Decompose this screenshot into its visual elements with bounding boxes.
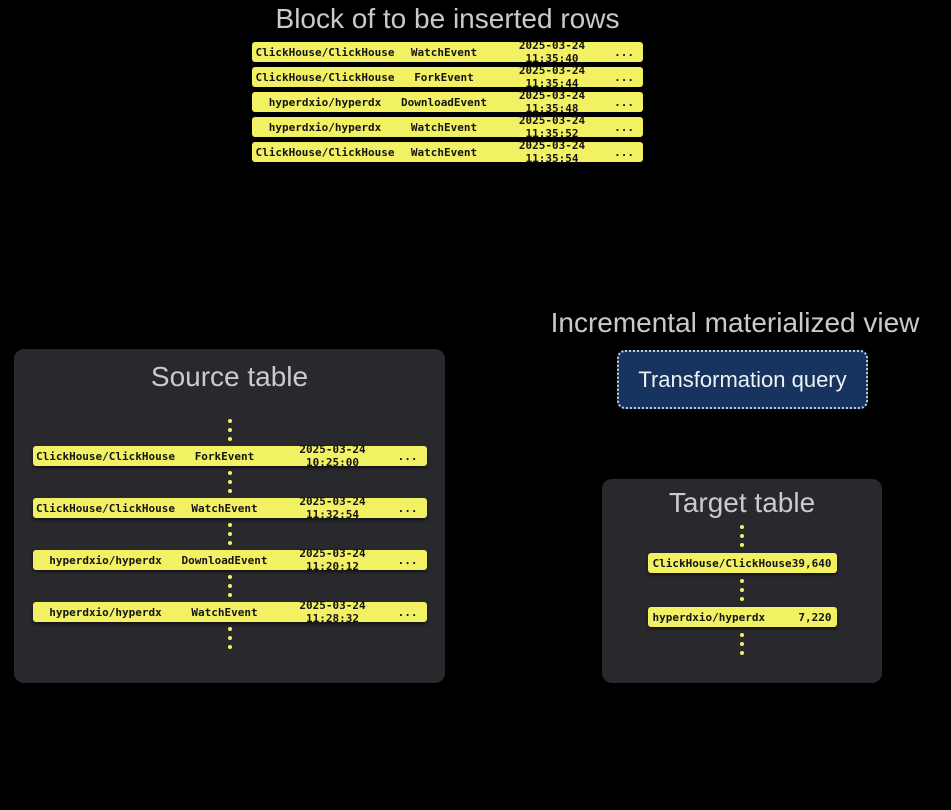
row-repo: hyperdxio/hyperdx (268, 120, 382, 134)
ellipsis-dots-icon (740, 633, 744, 655)
row-ellipsis: ... (397, 501, 418, 515)
transformation-query-label: Transformation query (638, 366, 847, 392)
row-time: 2025-03-24 11:28:32 (299, 599, 366, 625)
dot (227, 645, 232, 649)
block-title: Block of to be inserted rows (275, 3, 620, 34)
row-ellipsis: ... (397, 605, 418, 619)
dot (227, 471, 232, 475)
row-event: WatchEvent (410, 120, 478, 134)
ellipsis-dots-icon (227, 627, 232, 649)
row-event: WatchEvent (410, 45, 478, 59)
row-repo: ClickHouse/ClickHouse (255, 145, 395, 159)
dot (740, 579, 744, 583)
row-time: 2025-03-24 11:35:48 (518, 89, 586, 115)
table-row: hyperdxio/hyperdx WatchEvent 2025-03-24 … (32, 599, 427, 625)
target-table-card: Target table ClickHouse/ClickHouse 39,64… (602, 479, 882, 683)
dot (227, 480, 232, 484)
ellipsis-dots-icon (227, 575, 232, 597)
row-ellipsis: ... (397, 449, 418, 463)
row-time: 2025-03-24 11:35:40 (518, 39, 586, 65)
source-table-title: Source table (150, 361, 309, 392)
row-time: 2025-03-24 11:20:12 (299, 547, 366, 573)
dot (227, 489, 232, 493)
dot (740, 543, 744, 547)
ellipsis-dots-icon (227, 419, 232, 441)
dot (227, 627, 232, 631)
row-repo: hyperdxio/hyperdx (268, 95, 382, 109)
row-repo: hyperdxio/hyperdx (49, 553, 162, 567)
table-row: hyperdxio/hyperdx 7,220 (647, 607, 837, 627)
row-repo: ClickHouse/ClickHouse (35, 449, 176, 463)
source-table-card: Source table ClickHouse/ClickHouse ForkE… (14, 349, 445, 683)
row-ellipsis: ... (614, 145, 634, 159)
dot (227, 428, 232, 432)
dot (740, 588, 744, 592)
table-row: hyperdxio/hyperdx DownloadEvent 2025-03-… (32, 547, 427, 573)
row-count: 7,220 (798, 610, 832, 624)
row-event: DownloadEvent (181, 553, 268, 567)
row-ellipsis: ... (614, 70, 634, 84)
dot (740, 525, 744, 529)
table-row: ClickHouse/ClickHouse WatchEvent 2025-03… (32, 495, 427, 521)
row-ellipsis: ... (614, 120, 634, 134)
dot (227, 584, 232, 588)
target-table-title: Target table (668, 487, 816, 518)
table-row: ClickHouse/ClickHouse 39,640 (647, 553, 837, 573)
row-event: DownloadEvent (400, 95, 488, 109)
row-time: 2025-03-24 11:35:54 (518, 139, 586, 165)
row-event: ForkEvent (194, 449, 255, 463)
table-row: ClickHouse/ClickHouse ForkEvent 2025-03-… (252, 64, 643, 90)
table-row: ClickHouse/ClickHouse WatchEvent 2025-03… (252, 39, 643, 65)
row-time: 2025-03-24 11:35:52 (518, 114, 586, 140)
row-event: WatchEvent (410, 145, 478, 159)
ellipsis-dots-icon (740, 579, 744, 601)
materialized-view-title: Incremental materialized view (550, 307, 920, 338)
dot (227, 532, 232, 536)
table-row: ClickHouse/ClickHouse WatchEvent 2025-03… (252, 139, 643, 165)
row-event: WatchEvent (191, 605, 258, 619)
row-ellipsis: ... (397, 553, 418, 567)
dot (740, 642, 744, 646)
dot (740, 651, 744, 655)
dot (740, 633, 744, 637)
row-event: WatchEvent (191, 501, 258, 515)
row-repo: hyperdxio/hyperdx (49, 605, 162, 619)
row-count: 39,640 (791, 556, 832, 570)
row-repo: ClickHouse/ClickHouse (255, 45, 395, 59)
ellipsis-dots-icon (740, 525, 744, 547)
dot (227, 437, 232, 441)
ellipsis-dots-icon (227, 471, 232, 493)
dot (740, 534, 744, 538)
dot (227, 593, 232, 597)
row-event: ForkEvent (414, 70, 474, 84)
row-repo: ClickHouse/ClickHouse (652, 556, 792, 570)
dot (227, 523, 232, 527)
transformation-query-box: Transformation query (617, 350, 868, 409)
row-ellipsis: ... (614, 95, 634, 109)
row-ellipsis: ... (614, 45, 634, 59)
ellipsis-dots-icon (227, 523, 232, 545)
dot (227, 541, 232, 545)
row-time: 2025-03-24 11:32:54 (299, 495, 366, 521)
row-repo: hyperdxio/hyperdx (652, 610, 766, 624)
dot (227, 419, 232, 423)
row-repo: ClickHouse/ClickHouse (255, 70, 395, 84)
row-repo: ClickHouse/ClickHouse (35, 501, 176, 515)
table-row: hyperdxio/hyperdx WatchEvent 2025-03-24 … (252, 114, 643, 140)
table-row: hyperdxio/hyperdx DownloadEvent 2025-03-… (252, 89, 643, 115)
row-time: 2025-03-24 10:25:00 (299, 443, 366, 469)
row-time: 2025-03-24 11:35:44 (518, 64, 586, 90)
dot (227, 575, 232, 579)
dot (740, 597, 744, 601)
dot (227, 636, 232, 640)
insert-block-rows: ClickHouse/ClickHouse WatchEvent 2025-03… (252, 39, 643, 165)
table-row: ClickHouse/ClickHouse ForkEvent 2025-03-… (32, 443, 427, 469)
